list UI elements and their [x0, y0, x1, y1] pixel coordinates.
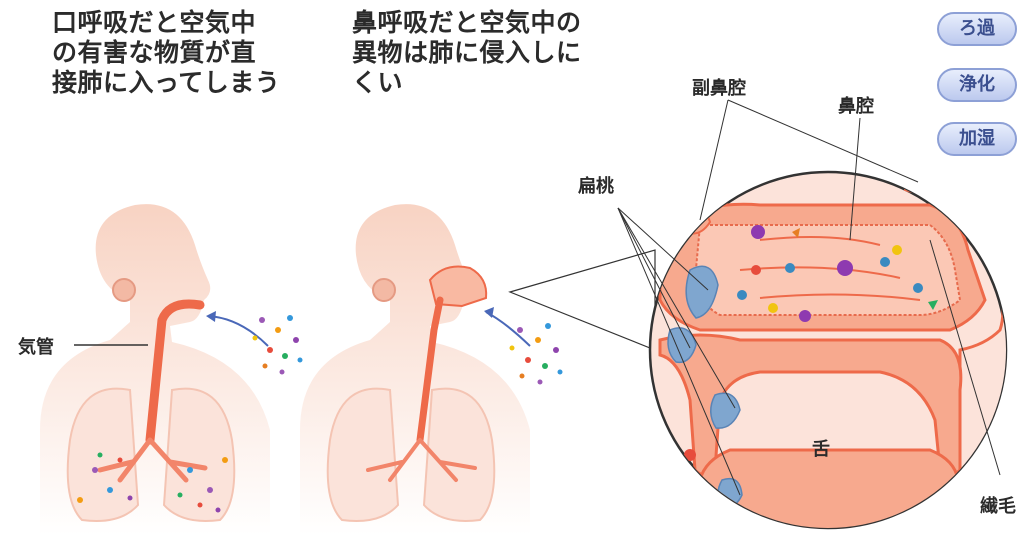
nasal-cavity-label: 鼻腔: [838, 96, 874, 117]
humidification-badge: 加湿: [937, 122, 1017, 156]
nose-breathing-heading: 鼻呼吸だと空気中の 異物は肺に侵入しに くい: [352, 8, 612, 98]
filtration-badge: ろ過: [937, 12, 1017, 46]
heading-line: 鼻呼吸だと空気中の: [352, 8, 582, 37]
heading-line: 異物は肺に侵入しに: [352, 38, 582, 67]
heading-line: 口呼吸だと空気中: [52, 8, 257, 37]
tongue-label: 舌: [812, 439, 830, 460]
nose-breathing-figure: [300, 204, 656, 535]
mouth-breathing-figure: [40, 204, 303, 535]
trachea-label: 気管: [18, 337, 54, 358]
heading-line: くい: [352, 68, 404, 97]
heading-line: 接肺に入ってしまう: [52, 68, 281, 97]
tonsils-label: 扁桃: [578, 176, 614, 197]
paranasal-sinus-label: 副鼻腔: [692, 78, 746, 99]
cilia-label: 繊毛: [980, 496, 1016, 517]
purification-badge: 浄化: [937, 68, 1017, 102]
nasal-cavity-closeup: [617, 99, 1008, 530]
mouth-breathing-heading: 口呼吸だと空気中 の有害な物質が直 接肺に入ってしまう: [52, 8, 322, 98]
heading-line: の有害な物質が直: [52, 38, 257, 67]
